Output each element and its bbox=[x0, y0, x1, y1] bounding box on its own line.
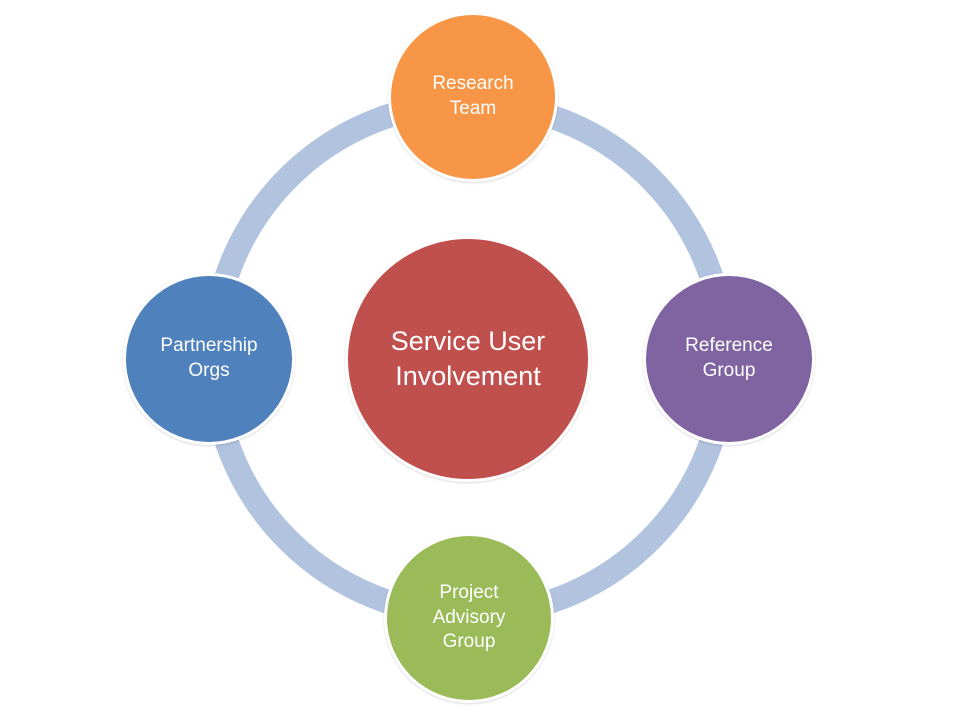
node-label-partnership-orgs: Partnership Orgs bbox=[160, 335, 258, 381]
node-research-team: Research Team bbox=[388, 12, 558, 182]
node-label-research-team: Research Team bbox=[432, 73, 514, 119]
node-label-project-advisory-group: Project Advisory Group bbox=[432, 581, 506, 653]
center-node-label: Service User Involvement bbox=[390, 325, 546, 391]
node-reference-group: Reference Group bbox=[643, 273, 815, 445]
center-node-service-user-involvement: Service User Involvement bbox=[345, 236, 591, 482]
node-label-reference-group: Reference Group bbox=[685, 335, 773, 381]
node-partnership-orgs: Partnership Orgs bbox=[123, 273, 295, 445]
node-project-advisory-group: Project Advisory Group bbox=[384, 533, 554, 703]
